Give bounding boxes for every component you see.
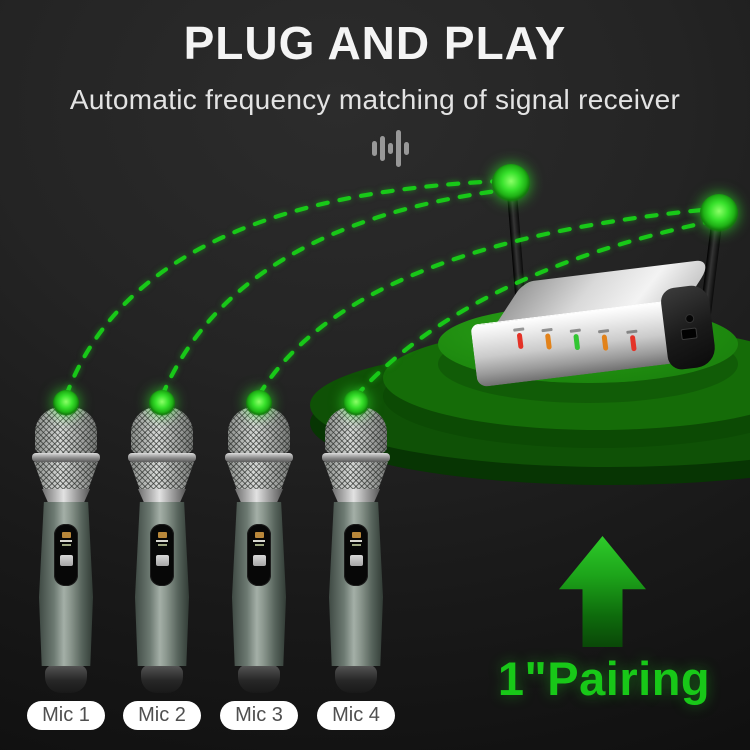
- mic-grille-lower: [130, 462, 194, 489]
- receiver-front-face: [470, 301, 673, 388]
- receiver-led-1: [513, 327, 526, 350]
- mic-body: [329, 502, 383, 666]
- led-indicator: [629, 334, 637, 352]
- microphone-4: [308, 390, 404, 693]
- mic-label-pill: Mic 1: [27, 701, 105, 730]
- microphone-1: [18, 390, 114, 693]
- mic-label: Mic 3: [235, 704, 283, 726]
- mic-channel-button: [349, 555, 363, 566]
- mic-label: Mic 4: [332, 704, 380, 726]
- mic-display-screen: [156, 532, 168, 546]
- receiver-led-4: [597, 329, 611, 351]
- led-indicator: [544, 333, 552, 350]
- mic-display-screen: [350, 532, 362, 546]
- mic-display: [150, 524, 174, 586]
- mic-channel-button: [155, 555, 169, 566]
- microphone-3: [211, 390, 307, 693]
- led-label: [513, 327, 525, 332]
- waveform-bar: [372, 140, 377, 156]
- mic-body: [39, 502, 93, 666]
- page-subtitle: Automatic frequency matching of signal r…: [69, 84, 681, 115]
- mic-base: [238, 665, 280, 693]
- mic-grille-lower: [227, 462, 291, 489]
- mic-ring: [225, 453, 293, 462]
- waveform-bar: [388, 142, 393, 154]
- mic-body: [135, 502, 189, 666]
- mic-base: [45, 665, 87, 693]
- mic-display-screen: [253, 532, 265, 546]
- mic-display-screen: [60, 532, 72, 546]
- antenna-tip-dot-left: [492, 164, 530, 202]
- audio-waveform-icon: [372, 127, 409, 169]
- receiver-led-2: [541, 327, 554, 350]
- receiver-power-port: [684, 313, 695, 324]
- receiver-led-5: [626, 329, 639, 352]
- led-indicator: [601, 334, 609, 351]
- mic-label-pill: Mic 2: [123, 701, 201, 730]
- mic-display: [247, 524, 271, 586]
- page-title: PLUG AND PLAY: [183, 17, 567, 69]
- mic-grille-lower: [34, 462, 98, 489]
- mic-ring: [32, 453, 100, 462]
- mic-status-dot: [246, 390, 272, 416]
- led-label: [626, 329, 638, 334]
- mic-display: [54, 524, 78, 586]
- waveform-bar: [396, 129, 401, 167]
- mic-collar: [235, 489, 283, 502]
- waveform-bar: [380, 135, 385, 161]
- mic-status-dot: [53, 390, 79, 416]
- mic-channel-button: [252, 555, 266, 566]
- mic-collar: [332, 489, 380, 502]
- microphone-2: [114, 390, 210, 693]
- led-indicator: [516, 332, 524, 350]
- led-label: [597, 329, 610, 334]
- receiver-usb-port: [680, 327, 698, 341]
- up-arrow-icon: [559, 536, 646, 647]
- mic-grille-lower: [324, 462, 388, 489]
- mic-collar: [138, 489, 186, 502]
- mic-label: Mic 2: [138, 704, 186, 726]
- receiver-led-3: [569, 328, 583, 351]
- mic-label-pill: Mic 3: [220, 701, 298, 730]
- mic-channel-button: [59, 555, 73, 566]
- mic-base: [335, 665, 377, 693]
- mic-ring: [322, 453, 390, 462]
- mic-body: [232, 502, 286, 666]
- mic-collar: [42, 489, 90, 502]
- mic-ring: [128, 453, 196, 462]
- led-label: [569, 328, 581, 333]
- mic-base: [141, 665, 183, 693]
- led-indicator: [573, 333, 581, 351]
- mic-label: Mic 1: [42, 704, 90, 726]
- led-label: [541, 327, 553, 333]
- mic-label-pill: Mic 4: [317, 701, 395, 730]
- mic-display: [344, 524, 368, 586]
- antenna-tip-dot-right: [700, 194, 738, 232]
- pairing-text: 1"Pairing: [497, 652, 711, 705]
- mic-status-dot: [149, 390, 175, 416]
- waveform-bar: [404, 141, 409, 155]
- receiver-end-cap: [659, 283, 718, 371]
- mic-status-dot: [343, 390, 369, 416]
